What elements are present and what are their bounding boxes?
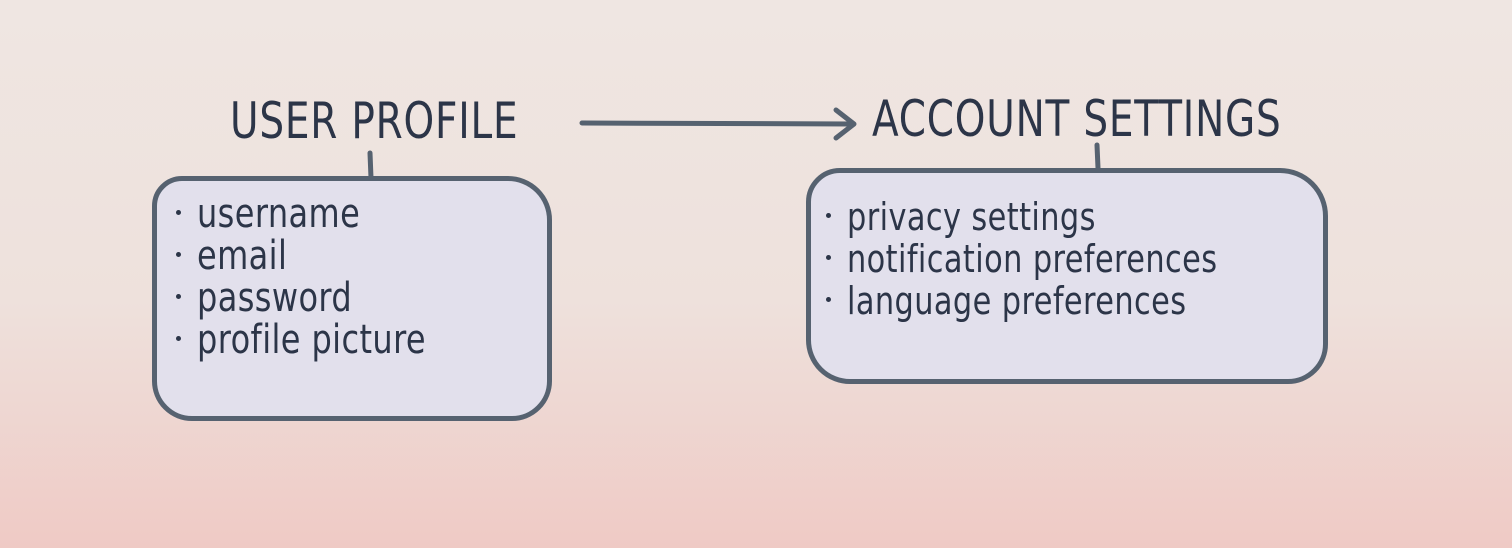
list-item-text: profile picture [197, 317, 427, 363]
left-title-stem [367, 150, 374, 181]
user-profile-box [152, 176, 552, 421]
account-settings-box [806, 168, 1328, 384]
arrow-line [579, 120, 855, 127]
list-item-text: language preferences [847, 279, 1187, 323]
right-title-stem [1094, 142, 1101, 171]
list-item: language preferences [826, 280, 1310, 322]
list-item: username [176, 193, 483, 235]
bullet-icon [176, 209, 181, 215]
list-item: profile picture [176, 319, 483, 361]
list-item-text: username [197, 191, 361, 237]
list-item: password [176, 277, 483, 319]
bullet-icon [176, 293, 181, 299]
bullet-icon [826, 212, 831, 218]
list-item: notification preferences [826, 238, 1310, 280]
account-settings-list: privacy settings notification preference… [826, 196, 1310, 322]
list-item-text: notification preferences [847, 237, 1218, 281]
account-settings-title: ACCOUNT SETTINGS [872, 90, 1282, 148]
list-item-text: password [197, 275, 353, 321]
list-item-text: privacy settings [847, 195, 1096, 239]
list-item: email [176, 235, 483, 277]
list-item-text: email [197, 233, 288, 279]
user-profile-title: USER PROFILE [230, 92, 519, 150]
bullet-icon [176, 335, 181, 341]
arrow-head-icon [833, 107, 857, 141]
list-item: privacy settings [826, 196, 1310, 238]
bullet-icon [826, 296, 831, 302]
user-profile-list: username email password profile picture [176, 193, 483, 361]
bullet-icon [826, 254, 831, 260]
bullet-icon [176, 251, 181, 257]
